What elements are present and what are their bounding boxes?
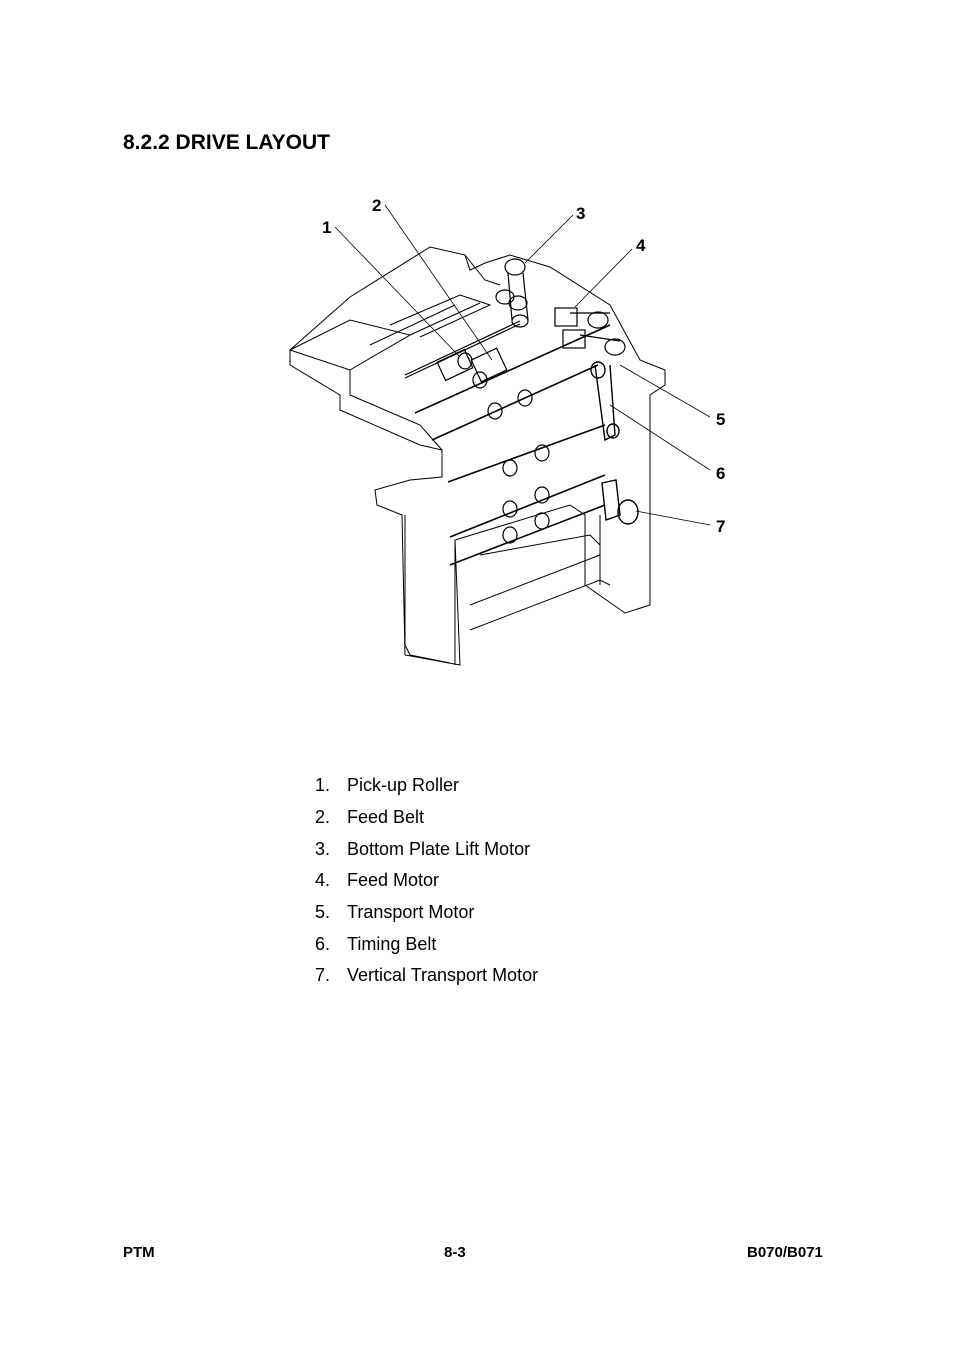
legend-item: 5. Transport Motor xyxy=(315,897,538,929)
parts-legend: 1. Pick-up Roller 2. Feed Belt 3. Bottom Pl… xyxy=(315,770,538,992)
lower-frame xyxy=(404,515,611,665)
callout-2: 2 xyxy=(372,196,381,215)
footer-model: B070/B071 xyxy=(747,1244,823,1261)
legend-label: Transport Motor xyxy=(347,902,475,923)
leader-lines xyxy=(334,204,711,526)
legend-label: Feed Belt xyxy=(347,807,425,828)
shafts xyxy=(414,324,611,566)
callout-7: 7 xyxy=(716,517,725,536)
drive-layout-diagram: 1 2 3 4 5 6 7 xyxy=(280,185,750,685)
legend-item: 6. Timing Belt xyxy=(315,928,538,960)
legend-item: 2. Feed Belt xyxy=(315,802,538,834)
legend-number: 7. xyxy=(315,965,331,986)
timing-belt xyxy=(590,361,620,442)
callout-1: 1 xyxy=(322,218,331,237)
legend-number: 3. xyxy=(315,838,331,859)
footer-left: PTM xyxy=(123,1244,155,1261)
callout-4: 4 xyxy=(636,236,646,255)
legend-number: 2. xyxy=(315,807,331,828)
legend-item: 7. Vertical Transport Motor xyxy=(315,960,538,992)
legend-number: 4. xyxy=(315,870,331,891)
legend-label: Vertical Transport Motor xyxy=(347,965,539,986)
bottom-plate-lift-motor xyxy=(495,258,529,328)
legend-label: Pick-up Roller xyxy=(347,775,460,796)
callout-3: 3 xyxy=(576,204,585,223)
legend-number: 5. xyxy=(315,902,331,923)
rollers xyxy=(487,389,550,544)
legend-label: Bottom Plate Lift Motor xyxy=(347,838,531,859)
legend-number: 6. xyxy=(315,933,331,954)
legend-item: 3. Bottom Plate Lift Motor xyxy=(315,833,538,865)
section-title: 8.2.2 DRIVE LAYOUT xyxy=(123,131,330,154)
legend-item: 4. Feed Motor xyxy=(315,865,538,897)
callout-5: 5 xyxy=(716,410,725,429)
footer-page-number: 8-3 xyxy=(444,1244,466,1261)
legend-label: Feed Motor xyxy=(347,870,440,891)
legend-item: 1. Pick-up Roller xyxy=(315,770,538,802)
legend-label: Timing Belt xyxy=(347,933,437,954)
feed-motor-assembly xyxy=(554,307,626,356)
callout-6: 6 xyxy=(716,464,725,483)
vertical-transport-motor xyxy=(601,479,639,525)
legend-number: 1. xyxy=(315,775,331,796)
pickup-feed-assembly xyxy=(404,320,521,389)
tray-housing xyxy=(288,246,666,666)
